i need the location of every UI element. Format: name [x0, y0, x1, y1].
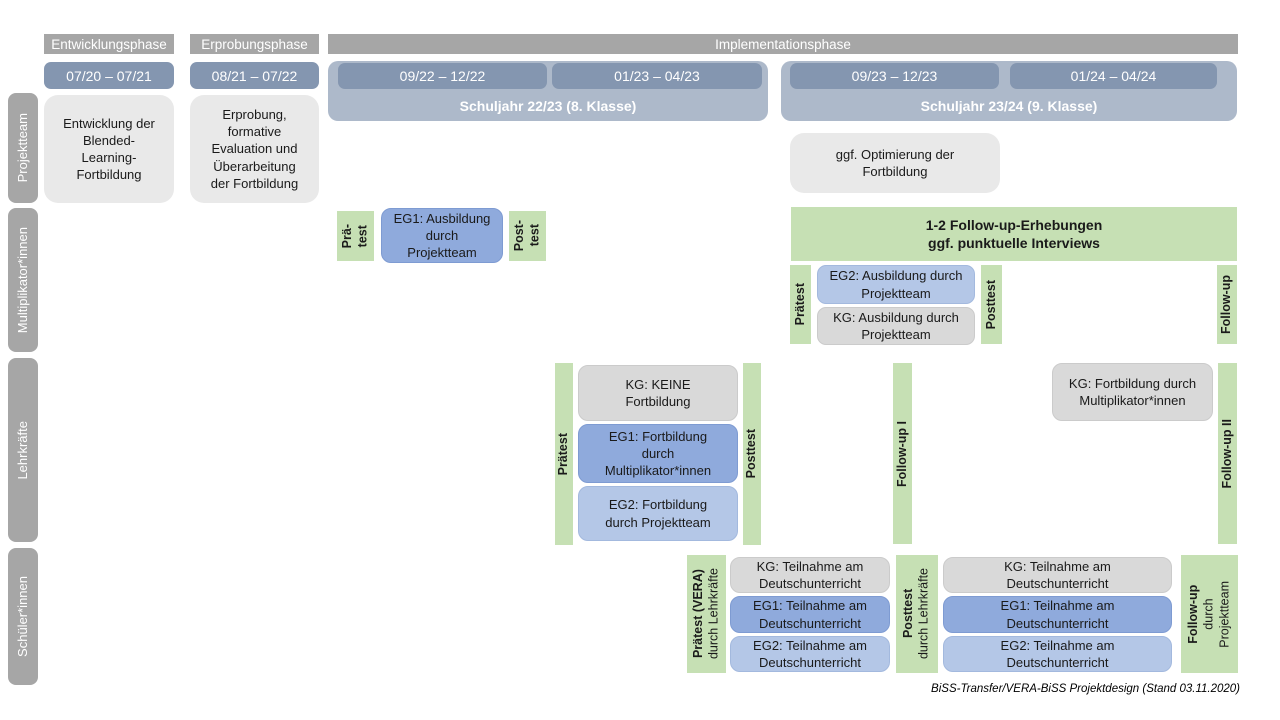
date-range-01-24: 01/24 – 04/24 [1010, 63, 1217, 89]
flag-subtitle: durch Lehrkräfte [706, 568, 721, 660]
flag-title: Follow-up [1186, 584, 1201, 644]
schuljahr-23-24-label: Schuljahr 23/24 (9. Klasse) [920, 98, 1098, 114]
flag-label: Follow-up [1219, 274, 1234, 334]
phase-header-erprobungsphase: Erprobungsphase [190, 34, 319, 54]
box-kg-fortbildung-multiplikatoren: KG: Fortbildung durch Multiplikator*inne… [1052, 363, 1213, 421]
row-label-multiplikatoren: Multiplikator*innen [8, 208, 38, 352]
schuljahr-23-24-container: 09/23 – 12/23 01/24 – 04/24 Schuljahr 23… [781, 61, 1237, 121]
flag-followup-multiplikatoren: Follow-up [1217, 265, 1237, 344]
box-eg1-ausbildung: EG1: Ausbildung durch Projektteam [381, 208, 503, 263]
box-eg2-teilnahme-2: EG2: Teilnahme am Deutschunterricht [943, 636, 1172, 672]
box-eg2-fortbildung: EG2: Fortbildung durch Projektteam [578, 486, 738, 541]
row-label-text: Projektteam [14, 113, 30, 183]
flag-subtitle: durch Lehrkräfte [917, 568, 931, 660]
box-eg2-teilnahme-1: EG2: Teilnahme am Deutschunterricht [730, 636, 890, 672]
schuljahr-22-23-container: 09/22 – 12/22 01/23 – 04/23 Schuljahr 22… [328, 61, 768, 121]
box-eg1-teilnahme-2: EG1: Teilnahme am Deutschunterricht [943, 596, 1172, 633]
box-kg-ausbildung: KG: Ausbildung durch Projektteam [817, 307, 975, 345]
flag-label: Post- test [511, 220, 542, 252]
flag-label: Follow-up I [894, 420, 909, 487]
flag-label: Posttest [983, 279, 998, 330]
date-range-01-23: 01/23 – 04/23 [552, 63, 762, 89]
date-range-erprobung: 08/21 – 07/22 [190, 62, 319, 89]
flag-posttest-2-multiplikatoren: Posttest [981, 265, 1002, 344]
row-label-text: Multiplikator*innen [14, 226, 30, 334]
flag-praetest-2-multiplikatoren: Prätest [790, 265, 811, 344]
flag-praetest-vera: Prätest (VERA)durch Lehrkräfte [687, 555, 726, 673]
phase-header-entwicklungsphase: Entwicklungsphase [44, 34, 174, 54]
flag-label: Prätest (VERA)durch Lehrkräfte [691, 568, 722, 659]
flag-praetest-multiplikatoren: Prä- test [337, 211, 374, 261]
row-label-projektteam: Projektteam [8, 93, 38, 203]
box-eg1-teilnahme-1: EG1: Teilnahme am Deutschunterricht [730, 596, 890, 633]
box-eg1-fortbildung: EG1: Fortbildung durch Multiplikator*inn… [578, 424, 738, 483]
date-range-09-22: 09/22 – 12/22 [338, 63, 547, 89]
box-optimierung-fortbildung: ggf. Optimierung der Fortbildung [790, 133, 1000, 193]
caption-projektdesign: BiSS-Transfer/VERA-BiSS Projektdesign (S… [931, 683, 1240, 695]
box-erprobung-evaluation: Erprobung, formative Evaluation und Über… [190, 95, 319, 203]
date-range-09-23: 09/23 – 12/23 [790, 63, 999, 89]
flag-title: Posttest [901, 589, 916, 639]
flag-label: Follow-up II [1219, 418, 1234, 489]
row-label-schueler: Schüler*innen [8, 548, 38, 685]
row-label-text: Lehrkräfte [14, 420, 30, 480]
box-kg-teilnahme-2: KG: Teilnahme am Deutschunterricht [943, 557, 1172, 593]
phase-header-implementationsphase: Implementationsphase [328, 34, 1238, 54]
box-kg-teilnahme-1: KG: Teilnahme am Deutschunterricht [730, 557, 890, 593]
flag-posttest-lehrkraefte: Posttest [743, 363, 761, 545]
box-kg-keine-fortbildung: KG: KEINE Fortbildung [578, 365, 738, 421]
row-label-lehrkraefte: Lehrkräfte [8, 358, 38, 542]
row-label-text: Schüler*innen [14, 576, 30, 657]
box-eg2-ausbildung: EG2: Ausbildung durch Projektteam [817, 265, 975, 304]
flag-label: Prä- test [339, 223, 370, 249]
date-range-entwicklung: 07/20 – 07/21 [44, 62, 174, 89]
flag-label: Posttest [744, 429, 759, 479]
flag-followup-1-lehrkraefte: Follow-up I [893, 363, 912, 544]
flag-posttest-multiplikatoren: Post- test [509, 211, 546, 261]
flag-label: Prätest [556, 432, 571, 476]
schuljahr-22-23-label: Schuljahr 22/23 (8. Klasse) [459, 98, 637, 114]
flag-label: Prätest [792, 283, 807, 326]
flag-subtitle: durch Projektteam [1201, 580, 1232, 648]
flag-followup-2-lehrkraefte: Follow-up II [1218, 363, 1237, 544]
box-followup-erhebungen: 1-2 Follow-up-Erhebungen ggf. punktuelle… [791, 207, 1237, 261]
box-entwicklung-fortbildung: Entwicklung der Blended- Learning- Fortb… [44, 95, 174, 203]
flag-praetest-lehrkraefte: Prätest [555, 363, 573, 545]
flag-title: Prätest (VERA) [690, 569, 705, 659]
